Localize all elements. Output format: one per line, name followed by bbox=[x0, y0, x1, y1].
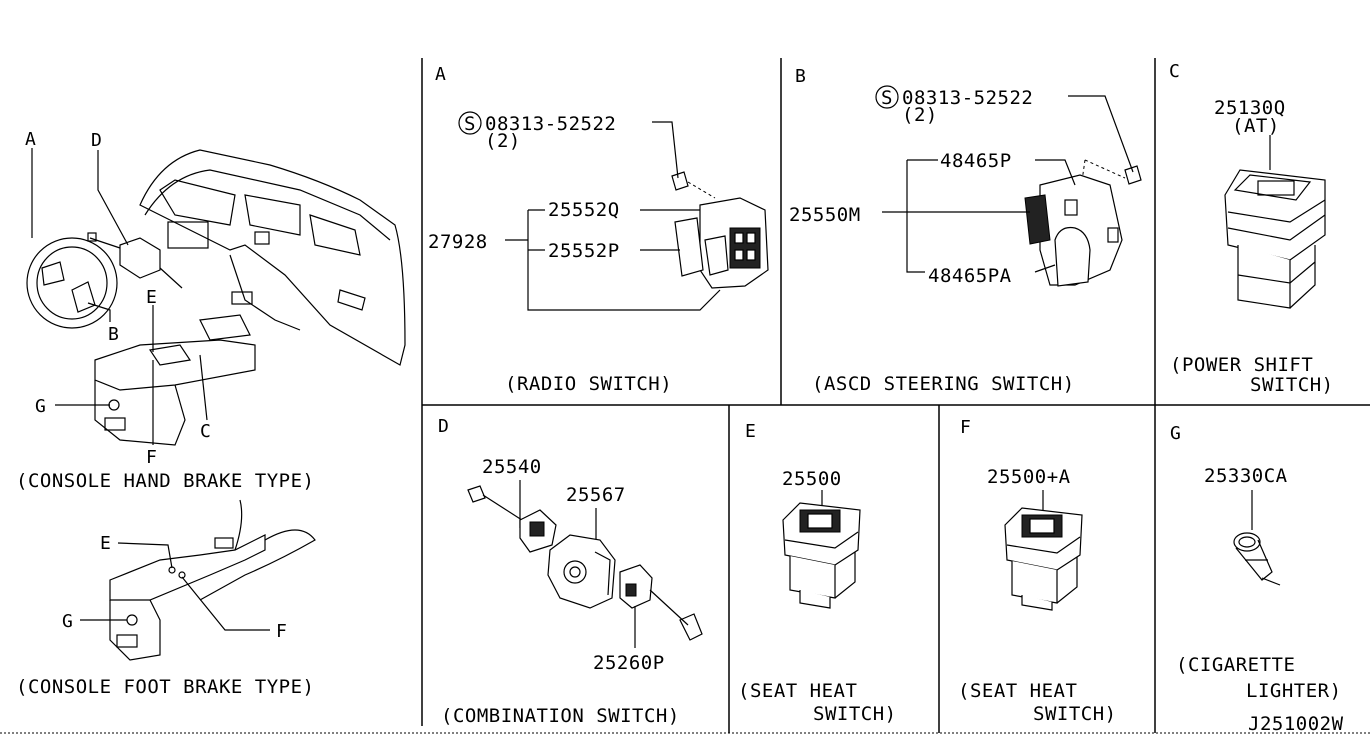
radio-part-25552q: 25552Q bbox=[548, 199, 620, 221]
panel-frame bbox=[0, 58, 1370, 734]
ascd-part-48465p: 48465P bbox=[940, 150, 1012, 172]
overview-hand-brake: A D B E G C F (CONSOLE HAND BRAKE TYPE) bbox=[16, 129, 406, 492]
overview-letter-B: B bbox=[108, 324, 119, 345]
screw-mark-symbol: S bbox=[464, 113, 476, 135]
radio-part-25552p: 25552P bbox=[548, 240, 620, 262]
seat-heat-e-caption-line2: SWITCH) bbox=[813, 703, 897, 725]
ascd-switch-caption: (ASCD STEERING SWITCH) bbox=[812, 373, 1075, 395]
seat-heat-e-caption-line1: (SEAT HEAT bbox=[738, 680, 857, 702]
ascd-part-48465pa: 48465PA bbox=[928, 265, 1012, 287]
radio-part-27928: 27928 bbox=[428, 231, 488, 253]
combination-part-25540: 25540 bbox=[482, 456, 542, 478]
cigarette-lighter-part-number: 25330CA bbox=[1204, 465, 1288, 487]
panel-G-letter: G bbox=[1170, 423, 1181, 444]
panel-C-letter: C bbox=[1169, 61, 1180, 82]
seat-heat-f-part-number: 25500+A bbox=[987, 466, 1071, 488]
caption-console-hand-brake: (CONSOLE HAND BRAKE TYPE) bbox=[16, 470, 314, 492]
overview-foot-letter-F: F bbox=[276, 621, 287, 642]
seat-heat-f-caption-line2: SWITCH) bbox=[1033, 703, 1117, 725]
panel-D-letter: D bbox=[438, 416, 449, 437]
combination-switch-caption: (COMBINATION SWITCH) bbox=[441, 705, 680, 727]
screw-mark-icon-b bbox=[875, 85, 899, 109]
seat-heat-f-caption-line1: (SEAT HEAT bbox=[958, 680, 1077, 702]
ascd-part-25550m: 25550M bbox=[789, 204, 861, 226]
overview-letter-D: D bbox=[91, 130, 102, 151]
panel-A-letter: A bbox=[435, 64, 446, 85]
overview-letter-C: C bbox=[200, 421, 211, 442]
power-shift-at-label: (AT) bbox=[1232, 115, 1280, 137]
overview-letter-G: G bbox=[35, 396, 46, 417]
caption-console-foot-brake: (CONSOLE FOOT BRAKE TYPE) bbox=[16, 676, 314, 698]
overview-letter-E: E bbox=[146, 287, 157, 308]
panel-radio-switch: A S 08313-52522 (2) 27928 25552Q 25552P … bbox=[428, 64, 769, 395]
panel-E-letter: E bbox=[745, 421, 756, 442]
combination-part-25260p: 25260P bbox=[593, 652, 665, 674]
cigarette-lighter-caption-line2: LIGHTER) bbox=[1246, 680, 1342, 702]
panel-combination-switch: D 25540 25567 25260P (COMBINATION SWITCH… bbox=[438, 416, 703, 727]
drawing-id: J251002W bbox=[1248, 713, 1344, 735]
overview-foot-brake: E G F (CONSOLE FOOT BRAKE TYPE) bbox=[16, 499, 316, 698]
ascd-screw-qty: (2) bbox=[902, 104, 938, 126]
overview-foot-letter-G: G bbox=[62, 611, 73, 632]
overview-foot-letter-E: E bbox=[100, 533, 111, 554]
panel-F-letter: F bbox=[960, 417, 971, 438]
power-shift-caption-line1: (POWER SHIFT bbox=[1170, 354, 1313, 376]
radio-screw-qty: (2) bbox=[485, 130, 521, 152]
screw-mark-symbol-b: S bbox=[881, 87, 893, 109]
panel-B-letter: B bbox=[795, 66, 806, 87]
cigarette-lighter-caption-line1: (CIGARETTE bbox=[1176, 654, 1295, 676]
panel-power-shift-switch: C 25130Q (AT) (POWER SHIFT SWITCH) bbox=[1169, 61, 1334, 396]
ascd-screw-part-number: 08313-52522 bbox=[902, 87, 1033, 109]
panel-seat-heat-switch-e: E 25500 (SEAT HEAT SWITCH) bbox=[738, 421, 897, 725]
overview-letter-F: F bbox=[146, 447, 157, 468]
power-shift-part-number: 25130Q bbox=[1214, 97, 1286, 119]
panel-ascd-switch: B S 08313-52522 (2) 25550M 48465P 48465P… bbox=[789, 66, 1142, 395]
screw-mark-icon bbox=[458, 111, 482, 135]
combination-part-25567: 25567 bbox=[566, 484, 626, 506]
overview-letter-A: A bbox=[25, 129, 36, 150]
panel-seat-heat-switch-f: F 25500+A (SEAT HEAT SWITCH) bbox=[958, 417, 1117, 725]
radio-switch-caption: (RADIO SWITCH) bbox=[505, 373, 672, 395]
power-shift-caption-line2: SWITCH) bbox=[1250, 374, 1334, 396]
seat-heat-e-part-number: 25500 bbox=[782, 468, 842, 490]
panel-cigarette-lighter: G 25330CA (CIGARETTE LIGHTER) bbox=[1170, 423, 1342, 702]
radio-screw-part-number: 08313-52522 bbox=[485, 113, 616, 135]
